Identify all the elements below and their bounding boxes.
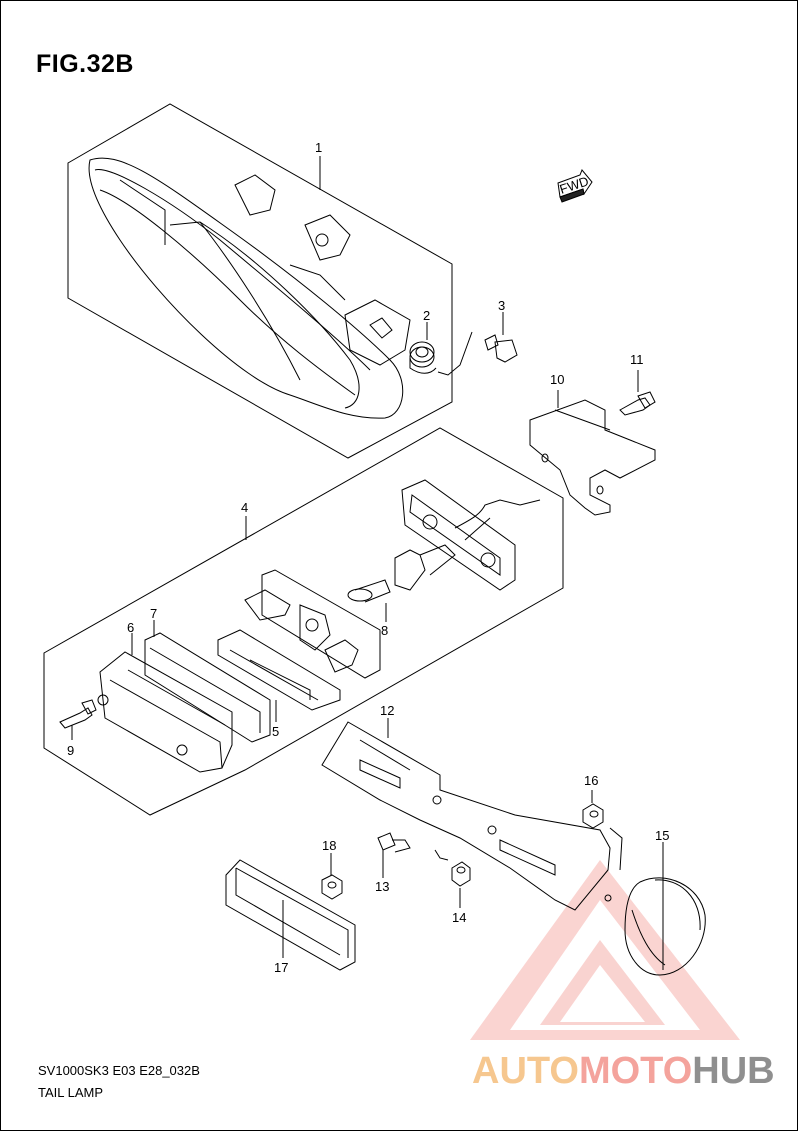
part-16-nut	[582, 790, 623, 871]
part-7-gasket	[144, 620, 271, 743]
part-8-bulb-socket	[347, 479, 541, 622]
callout-5: 5	[272, 724, 279, 739]
callout-6: 6	[127, 620, 134, 635]
callout-9: 9	[67, 743, 74, 758]
caption-model-code: SV1000SK3 E03 E28_032B	[38, 1063, 200, 1078]
callout-11: 11	[630, 352, 644, 367]
callout-13: 13	[375, 879, 389, 894]
callout-17: 17	[274, 960, 288, 975]
watermark-text: AUTOMOTOHUB	[472, 1050, 775, 1093]
part-13-bolt	[377, 832, 411, 878]
watermark-hub: HUB	[692, 1050, 775, 1092]
part-14-nut	[434, 849, 471, 908]
callout-16: 16	[584, 773, 598, 788]
callout-2: 2	[423, 308, 430, 323]
figure-title: FIG.32B	[36, 50, 134, 78]
callout-18: 18	[322, 838, 336, 853]
part-1-tail-lamp-housing	[88, 157, 411, 419]
watermark-auto: AUTO	[472, 1050, 579, 1092]
callout-1: 1	[315, 140, 322, 155]
callout-12: 12	[380, 703, 394, 718]
fwd-arrow-icon	[557, 169, 593, 203]
part-3-bolt	[437, 312, 518, 376]
part-17-rect-reflector	[225, 859, 356, 971]
part-18-nut	[321, 853, 343, 900]
part-6-lens	[97, 633, 233, 773]
part-9-screw	[59, 699, 97, 740]
callout-7: 7	[150, 606, 157, 621]
part-2-grommet	[409, 322, 437, 374]
watermark-moto: MOTO	[578, 1050, 693, 1092]
callout-labels: 1 2 3 4 5 6 7 8 9 10 11 12 13 14 15 16 1…	[67, 140, 669, 975]
callout-14: 14	[452, 910, 466, 925]
callout-8: 8	[381, 623, 388, 638]
group-box-4	[43, 427, 564, 816]
callout-4: 4	[241, 500, 248, 515]
part-10-bracket	[529, 390, 656, 516]
callout-10: 10	[550, 372, 564, 387]
callout-3: 3	[498, 298, 505, 313]
watermark-logo	[470, 860, 740, 1040]
part-15-round-reflector	[624, 842, 706, 976]
caption-part-name: TAIL LAMP	[38, 1085, 104, 1100]
part-12-license-bracket	[321, 718, 612, 911]
part-5-lamp-base	[217, 569, 381, 722]
callout-15: 15	[655, 828, 669, 843]
part-11-screw	[619, 370, 656, 416]
group-box-1	[67, 103, 453, 459]
